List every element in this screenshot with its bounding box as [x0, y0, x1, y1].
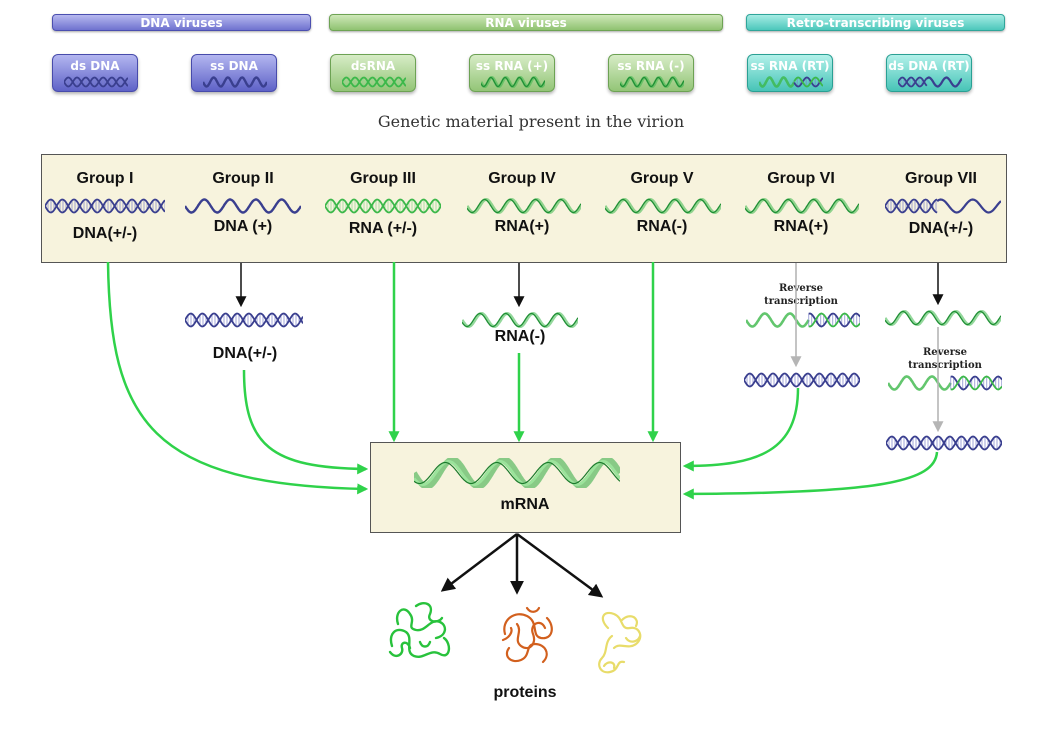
arrow-group-7-to-mrna	[682, 451, 939, 500]
type-ss-rna-plus: ss RNA (+)	[469, 54, 555, 92]
dna-viruses-bar: DNA viruses	[52, 14, 311, 31]
group-7-type: DNA(+/-)	[908, 220, 974, 237]
type-label: dsRNA	[350, 59, 396, 73]
arrow-group-6-to-mrna	[682, 387, 800, 472]
type-label: ds DNA	[70, 59, 120, 73]
group-6-title: Group VI	[767, 170, 835, 187]
group-4-strand-icon	[467, 198, 581, 214]
group-7-hybrid-strand-icon	[888, 375, 1002, 391]
mrna-strand-icon	[414, 458, 620, 488]
group-3-type: RNA (+/-)	[348, 220, 418, 237]
rna-rt-strand-icon	[759, 76, 823, 88]
group-1-type: DNA(+/-)	[72, 225, 138, 242]
group-5-title: Group V	[630, 170, 694, 187]
orange-protein-icon	[501, 606, 553, 664]
dna-rt-strand-icon	[898, 76, 962, 88]
green-protein-icon	[388, 602, 451, 659]
group-1-title: Group I	[76, 170, 134, 187]
group-2-title: Group II	[212, 170, 274, 187]
ds-rna-strand-icon	[342, 76, 406, 88]
group-3-strand-icon	[325, 198, 441, 214]
group-7-rna-strand-icon	[885, 310, 1001, 326]
type-dsrna: dsRNA	[330, 54, 416, 92]
ds-dna-strand-icon	[64, 76, 128, 88]
group-2-type: DNA (+)	[213, 218, 273, 235]
group-2-intermediate-label: DNA(+/-)	[212, 345, 278, 362]
type-ss-rna-rt: ss RNA (RT)	[747, 54, 833, 92]
group-5-strand-icon	[605, 198, 721, 214]
retro-transcribing-viruses-bar: Retro-transcribing viruses	[746, 14, 1005, 31]
group-5-type: RNA(-)	[636, 218, 688, 235]
type-ds-dna: ds DNA	[52, 54, 138, 92]
type-label: ss RNA (RT)	[750, 59, 830, 73]
group-2-intermediate-dna-icon	[185, 312, 303, 328]
group-7-title: Group VII	[905, 170, 977, 187]
type-label: ds DNA (RT)	[888, 59, 970, 73]
ss-rna-strand-icon	[620, 76, 684, 88]
group-6-reverse-transcription-label: Reverse transcription	[741, 282, 861, 308]
subtitle: Genetic material present in the virion	[377, 112, 685, 131]
type-label: ss RNA (-)	[617, 59, 685, 73]
arrow-group-1-to-mrna	[106, 261, 369, 495]
group-7-strand-icon	[885, 198, 1001, 214]
process-text: Reverse transcription	[908, 347, 982, 371]
group-3-title: Group III	[350, 170, 416, 187]
group-4-title: Group IV	[488, 170, 556, 187]
type-ss-dna: ss DNA	[191, 54, 277, 92]
type-label: ss RNA (+)	[475, 59, 549, 73]
type-ds-dna-rt: ds DNA (RT)	[886, 54, 972, 92]
group-6-dsdna-icon	[744, 372, 860, 388]
group-4-type: RNA(+)	[494, 218, 550, 235]
type-label: ss DNA	[210, 59, 258, 73]
group-6-strand-icon	[745, 198, 859, 214]
proteins-label: proteins	[493, 684, 557, 701]
group-1-strand-icon	[45, 198, 165, 214]
group-7-dsdna-icon	[886, 435, 1002, 451]
group-2-strand-icon	[185, 198, 301, 214]
group-6-hybrid-strand-icon	[746, 312, 860, 328]
arrow-mrna-to-protein-3	[516, 532, 604, 598]
mrna-label: mRNA	[500, 496, 550, 513]
type-ss-rna-minus: ss RNA (-)	[608, 54, 694, 92]
rna-viruses-bar: RNA viruses	[329, 14, 723, 31]
arrow-group-2-to-mrna	[242, 369, 369, 475]
group-6-type: RNA(+)	[773, 218, 829, 235]
group-4-intermediate-label: RNA(-)	[494, 328, 546, 345]
group-7-reverse-transcription-label: Reverse transcription	[885, 346, 1005, 372]
yellow-protein-icon	[598, 611, 642, 674]
ss-dna-strand-icon	[203, 76, 267, 88]
ss-rna-strand-icon	[481, 76, 545, 88]
process-text: Reverse transcription	[764, 283, 838, 307]
group-4-intermediate-rna-icon	[462, 312, 578, 328]
arrow-mrna-to-protein-1	[440, 533, 518, 592]
